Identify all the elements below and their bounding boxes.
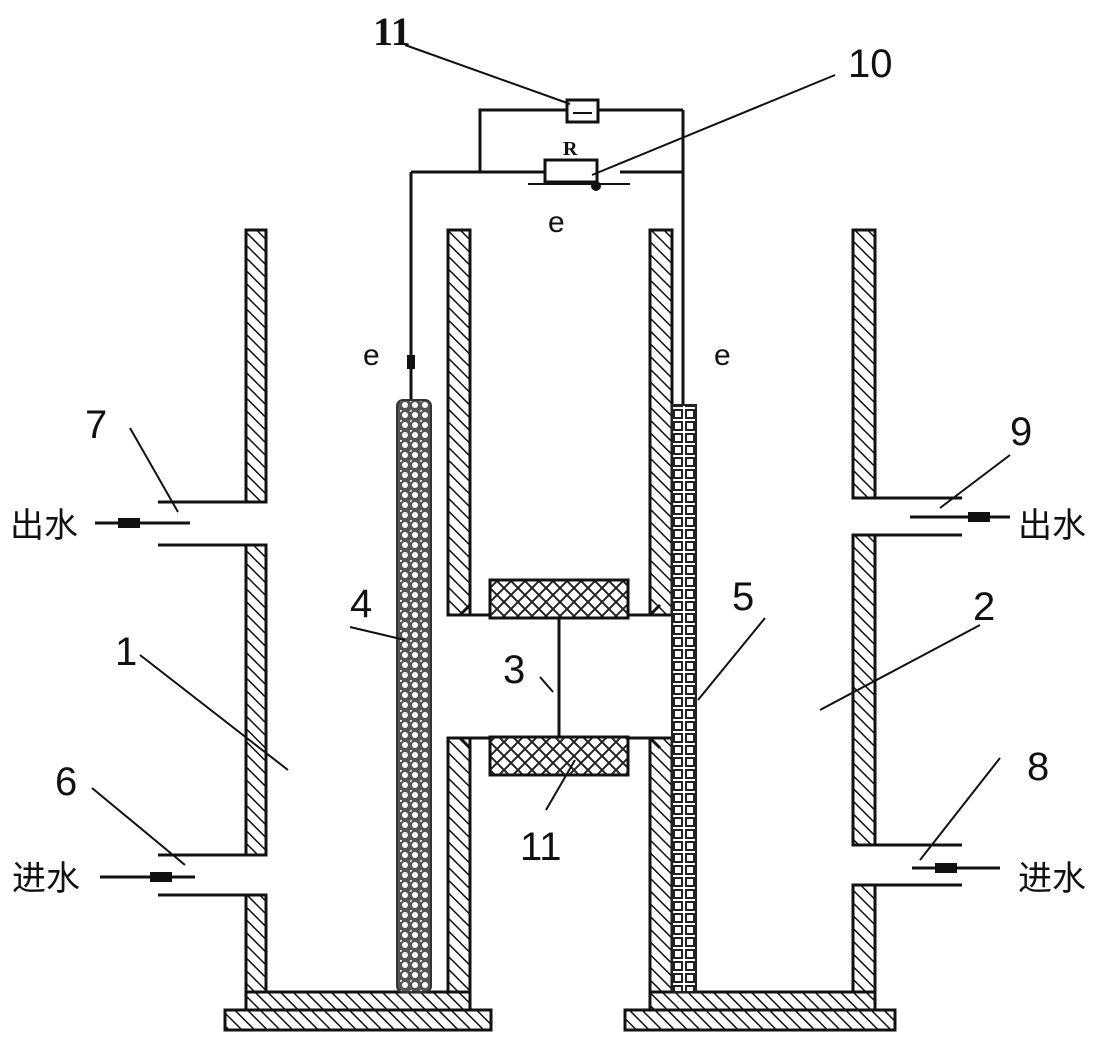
label-4: 4 <box>350 582 372 626</box>
label-7: 7 <box>85 403 107 447</box>
leader-lines <box>91 44 1011 866</box>
right-chamber <box>648 228 877 1012</box>
label-inlet-right: 进水 <box>1018 859 1086 899</box>
label-outlet-left: 出水 <box>10 506 78 546</box>
label-1: 1 <box>115 630 137 674</box>
label-e-top: e <box>548 206 565 239</box>
right-inlet-pipe <box>875 843 1000 887</box>
label-2: 2 <box>973 585 995 629</box>
base-plate-left <box>223 1008 493 1032</box>
label-e-right: e <box>714 339 731 372</box>
resistor <box>543 158 599 184</box>
seal-flange-bottom <box>488 735 630 777</box>
anode-marker <box>407 355 415 369</box>
cathode-electrode <box>671 404 697 993</box>
label-e-left: e <box>363 339 380 372</box>
label-8: 8 <box>1027 745 1049 789</box>
label-9: 9 <box>1010 410 1032 454</box>
left-inlet-pipe <box>100 853 246 897</box>
label-11-bottom: 11 <box>520 825 562 869</box>
label-11-top: 11 <box>373 9 411 54</box>
anode-electrode <box>396 399 432 993</box>
resistor-label: R <box>563 138 578 160</box>
meter-device <box>565 98 600 124</box>
label-3: 3 <box>503 648 525 692</box>
left-outlet-pipe <box>95 500 246 547</box>
connecting-channel <box>448 603 662 750</box>
label-5: 5 <box>732 575 754 619</box>
label-outlet-right: 出水 <box>1018 506 1086 546</box>
seal-flange-top <box>488 578 630 620</box>
resistor-contact <box>591 181 601 191</box>
base-plate-right <box>623 1008 897 1032</box>
left-chamber <box>244 228 472 1012</box>
label-6: 6 <box>55 760 77 804</box>
label-10: 10 <box>848 42 893 86</box>
external-circuit <box>411 108 683 174</box>
right-outlet-pipe <box>875 496 1010 537</box>
label-inlet-left: 进水 <box>12 859 80 899</box>
